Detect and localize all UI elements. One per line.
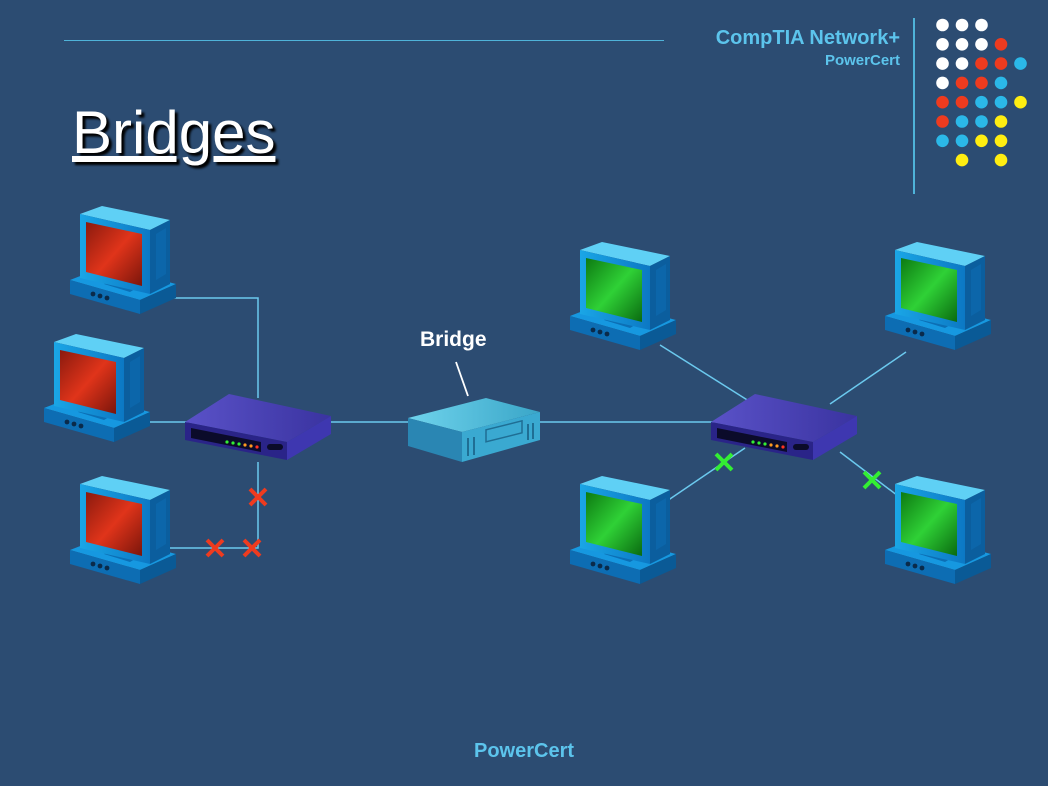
decorative-dot [955, 76, 969, 90]
decorative-dot [936, 76, 949, 90]
slide-title: Bridges [72, 99, 276, 166]
decorative-dot [994, 153, 1008, 167]
computer-icon [44, 334, 150, 442]
vertical-rule [913, 18, 915, 194]
footer-brand: PowerCert [473, 740, 575, 762]
decorative-dot [936, 18, 949, 32]
computer-icon [885, 242, 991, 350]
decorative-dot [936, 57, 949, 70]
decorative-dot [955, 115, 969, 128]
decorative-dot [975, 38, 988, 51]
decorative-dot [975, 134, 988, 148]
decorative-dot [936, 38, 949, 51]
decorative-dot [1014, 95, 1027, 109]
computer-icon [570, 476, 676, 584]
decorative-dot [975, 18, 988, 32]
decorative-dot [994, 38, 1008, 51]
decorative-dot [994, 57, 1008, 70]
decorative-dot [936, 115, 949, 128]
decorative-dot [955, 18, 969, 32]
decorative-dot [994, 76, 1008, 90]
blocked-x-icon [714, 452, 734, 472]
network-links [150, 297, 907, 549]
decorative-dot [994, 115, 1008, 128]
bridge-pointer [455, 361, 469, 397]
decorative-dot [955, 134, 969, 148]
decorative-dot [975, 95, 988, 109]
decorative-dot [975, 57, 988, 70]
decorative-dot [994, 134, 1008, 148]
decorative-dot [975, 76, 988, 90]
brand-subtitle: PowerCert [824, 52, 900, 69]
computer-icon [570, 242, 676, 350]
computer-icon [70, 206, 176, 314]
brand-title: CompTIA Network+ [715, 27, 900, 49]
decorative-dot [955, 38, 969, 51]
decorative-dot [994, 95, 1008, 109]
decorative-dot [975, 115, 988, 128]
bridge-label: Bridge [420, 328, 487, 351]
header-rule [64, 40, 664, 41]
decorative-dot [955, 95, 969, 109]
bridge-device-icon [408, 398, 540, 462]
decorative-dot [936, 95, 949, 109]
decorative-dot [936, 134, 949, 148]
decorative-dot [1014, 57, 1027, 70]
decorative-dot [955, 57, 969, 70]
computer-icon [70, 476, 176, 584]
hub-icon [711, 394, 857, 460]
computer-icon [885, 476, 991, 584]
hub-icon [185, 394, 331, 460]
decorative-dot [955, 153, 969, 167]
